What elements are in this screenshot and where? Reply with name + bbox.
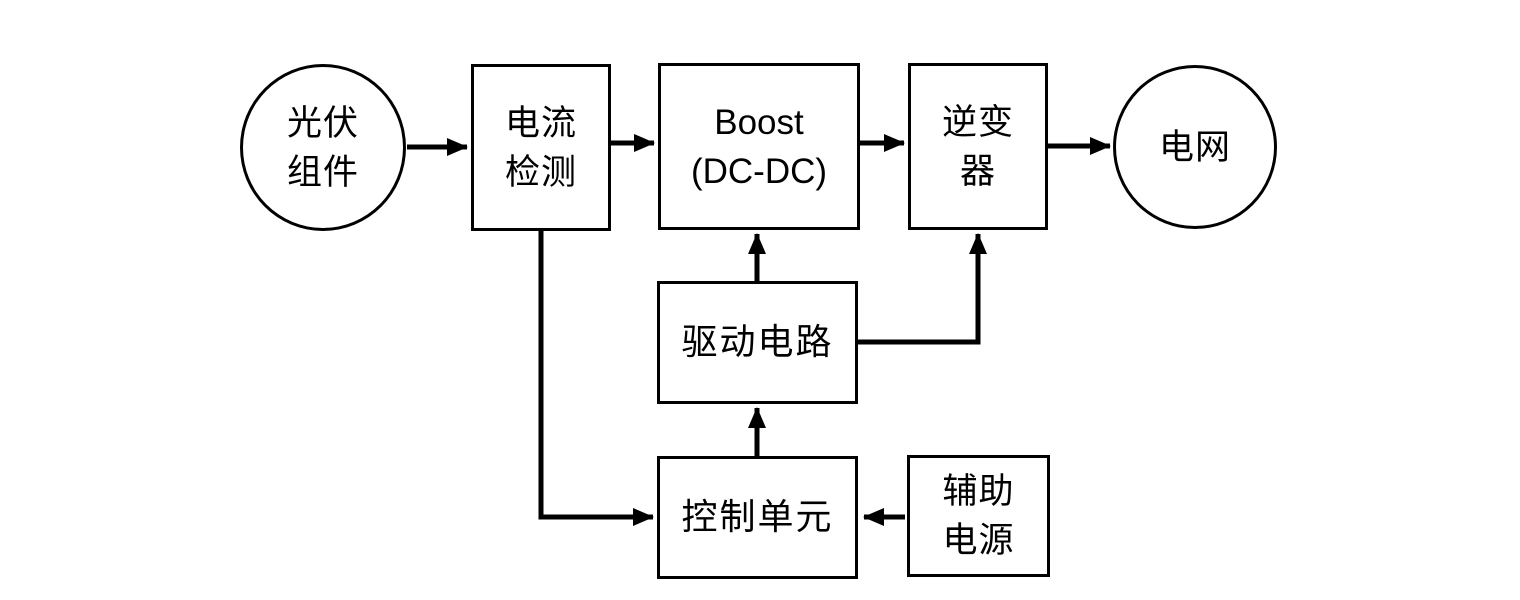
node-inverter: 逆变 器 (908, 63, 1048, 230)
node-boost-converter: Boost (DC-DC) (658, 63, 860, 230)
edge-current-to-control (538, 231, 654, 526)
node-drive-circuit-label: 驱动电路 (681, 322, 834, 362)
node-inverter-label-line1: 逆变 (941, 102, 1014, 142)
node-grid: 电网 (1113, 65, 1277, 229)
node-current-detect: 电流 检测 (471, 64, 611, 231)
node-pv-module: 光伏 组件 (240, 64, 406, 231)
node-drive-circuit: 驱动电路 (657, 281, 858, 404)
node-pv-module-label-line1: 光伏 (286, 103, 359, 143)
node-inverter-label-line2: 器 (959, 151, 996, 191)
node-aux-power-label-line2: 电源 (942, 521, 1015, 560)
node-control-unit-label: 控制单元 (681, 497, 834, 537)
node-boost-label-line1: Boost (714, 102, 804, 142)
node-current-detect-label-line2: 检测 (504, 152, 577, 192)
node-control-unit: 控制单元 (657, 456, 858, 579)
node-boost-label-line2: (DC-DC) (690, 151, 828, 191)
node-aux-power-label-line1: 辅助 (942, 472, 1015, 511)
node-pv-module-label-line2: 组件 (286, 152, 359, 192)
node-aux-power: 辅助 电源 (907, 455, 1050, 577)
edge-drive-to-inverter (858, 233, 987, 345)
node-grid-label: 电网 (1158, 127, 1231, 167)
node-current-detect-label-line1: 电流 (504, 103, 577, 143)
